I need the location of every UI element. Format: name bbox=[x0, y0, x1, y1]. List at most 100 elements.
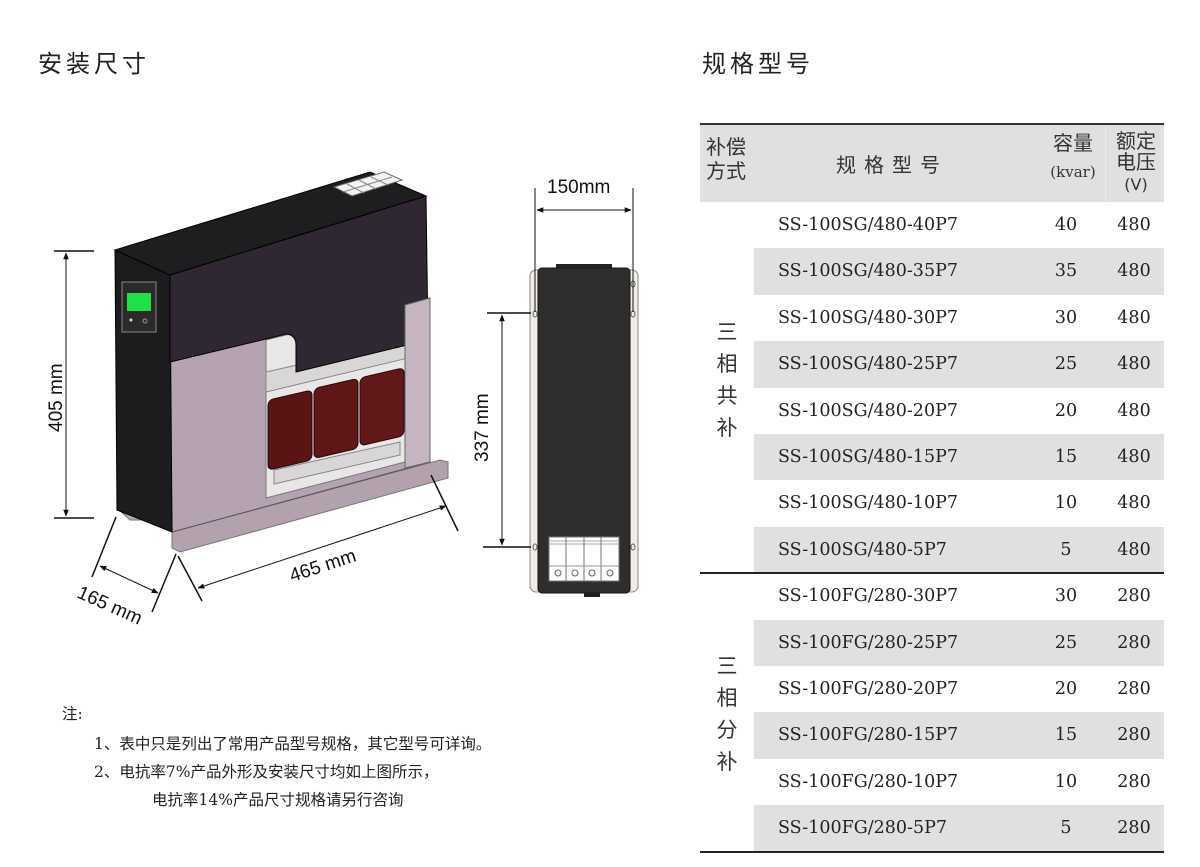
reactor-coil bbox=[267, 390, 313, 470]
cell-capacity: 25 bbox=[1054, 632, 1078, 653]
row-background bbox=[754, 805, 1164, 852]
header-mode-line1: 补偿 bbox=[706, 135, 746, 159]
cell-voltage: 480 bbox=[1117, 539, 1151, 560]
row-background bbox=[754, 248, 1164, 295]
cell-model: SS-100FG/280-10P7 bbox=[778, 771, 959, 792]
group-label-char: 共 bbox=[716, 383, 738, 408]
cell-capacity: 20 bbox=[1054, 678, 1078, 699]
dimension-width-label: 465 mm bbox=[287, 546, 359, 587]
cell-capacity: 40 bbox=[1054, 215, 1078, 235]
cell-capacity: 10 bbox=[1054, 493, 1078, 514]
notes-heading: 注: bbox=[62, 705, 83, 723]
dimension-depth-label: 165 mm bbox=[74, 582, 145, 629]
dimension-depth: 165 mm bbox=[74, 516, 177, 629]
note-item: 2、电抗率7%产品外形及安装尺寸均如上图所示， bbox=[94, 763, 439, 781]
table-bottom-rule bbox=[700, 850, 1164, 853]
dimension-mount-spacing-label: 337 mm bbox=[472, 393, 493, 462]
cell-model: SS-100FG/280-25P7 bbox=[778, 632, 959, 653]
row-background bbox=[754, 341, 1164, 388]
cell-capacity: 5 bbox=[1060, 539, 1072, 560]
cabinet-side-view bbox=[529, 264, 639, 597]
cell-voltage: 280 bbox=[1117, 678, 1151, 699]
cell-model: SS-100SG/480-30P7 bbox=[778, 307, 958, 328]
cell-voltage: 280 bbox=[1117, 586, 1151, 607]
cell-voltage: 480 bbox=[1117, 261, 1151, 282]
dimension-mount-spacing: 337 mm bbox=[472, 312, 531, 548]
group-label-char: 三 bbox=[716, 319, 738, 344]
note-item: 1、表中只是列出了常用产品型号规格，其它型号可详询。 bbox=[94, 735, 492, 753]
table-row: SS-100SG/480-25P7 25 480 bbox=[700, 341, 1164, 388]
dimension-height: 405 mm bbox=[46, 250, 94, 519]
dimension-side-width: 150mm bbox=[534, 177, 634, 312]
row-background bbox=[754, 619, 1164, 666]
cell-capacity: 15 bbox=[1054, 725, 1078, 746]
table-row: SS-100SG/480-10P7 10 480 bbox=[700, 480, 1164, 526]
cell-voltage: 480 bbox=[1117, 354, 1151, 375]
cell-voltage: 480 bbox=[1117, 400, 1151, 421]
header-mode-line2: 方式 bbox=[706, 159, 746, 183]
cell-capacity: 25 bbox=[1054, 354, 1078, 375]
cabinet-front-cover bbox=[169, 195, 429, 373]
cell-voltage: 280 bbox=[1117, 771, 1151, 792]
header-model: 规格型号 bbox=[836, 153, 948, 177]
note-item: 电抗率14%产品尺寸规格请另行咨询 bbox=[152, 791, 404, 809]
group-label-char: 补 bbox=[716, 750, 738, 775]
cell-model: SS-100FG/280-5P7 bbox=[778, 818, 948, 839]
lcd-screen bbox=[127, 293, 151, 311]
cell-model: SS-100SG/480-20P7 bbox=[778, 400, 958, 421]
cell-voltage: 280 bbox=[1117, 632, 1151, 653]
header-compensation-mode: 补偿 方式 bbox=[706, 135, 746, 183]
cell-voltage: 480 bbox=[1117, 307, 1151, 328]
group-label: 三相分补 bbox=[714, 650, 740, 778]
header-voltage-line1: 额定 bbox=[1116, 129, 1156, 153]
cell-capacity: 15 bbox=[1054, 447, 1078, 467]
cell-model: SS-100SG/480-10P7 bbox=[778, 493, 958, 514]
cell-model: SS-100SG/480-25P7 bbox=[778, 354, 958, 375]
spec-model-title: 规格型号 bbox=[702, 50, 814, 78]
reactor-coil bbox=[359, 368, 405, 446]
table-row: SS-100FG/280-30P7 30 280 bbox=[700, 573, 1164, 619]
group-label-char: 相 bbox=[716, 686, 738, 711]
row-background bbox=[754, 434, 1164, 481]
header-voltage-line2: 电压 bbox=[1116, 150, 1156, 174]
cell-model: SS-100FG/280-30P7 bbox=[778, 586, 959, 607]
side-terminal-block bbox=[548, 536, 620, 582]
cell-capacity: 30 bbox=[1054, 586, 1078, 607]
product-dimension-drawing: 405 mm 165 mm 465 mm bbox=[46, 171, 639, 629]
controller-display bbox=[121, 281, 157, 333]
top-terminal-block bbox=[332, 171, 404, 197]
row-background bbox=[754, 526, 1164, 574]
install-dimensions-title: 安装尺寸 bbox=[38, 50, 150, 78]
header-capacity-unit: (kvar) bbox=[1050, 163, 1096, 181]
table-row: SS-100FG/280-15P7 15 280 bbox=[700, 712, 1164, 759]
row-background bbox=[754, 712, 1164, 759]
group-separator-rule bbox=[700, 572, 1164, 575]
reactor-coils bbox=[267, 368, 405, 470]
cell-voltage: 480 bbox=[1117, 493, 1151, 514]
dimension-height-label: 405 mm bbox=[46, 363, 67, 432]
cell-voltage: 280 bbox=[1117, 818, 1151, 839]
header-capacity: 容量 bbox=[1053, 131, 1093, 155]
table-top-rule bbox=[700, 123, 1164, 125]
cell-model: SS-100FG/280-20P7 bbox=[778, 678, 959, 699]
table-row: SS-100FG/280-25P7 25 280 bbox=[700, 619, 1164, 666]
cell-voltage: 480 bbox=[1117, 447, 1151, 467]
group-label: 三相共补 bbox=[714, 316, 740, 444]
cell-model: SS-100SG/480-15P7 bbox=[778, 447, 958, 467]
cell-model: SS-100FG/280-15P7 bbox=[778, 725, 959, 746]
dimension-side-width-label: 150mm bbox=[547, 177, 610, 198]
header-voltage: 额定 电压 bbox=[1110, 131, 1162, 173]
cell-voltage: 280 bbox=[1117, 725, 1151, 746]
group-label-char: 相 bbox=[716, 351, 738, 376]
group-label-char: 三 bbox=[716, 654, 738, 679]
cell-model: SS-100SG/480-40P7 bbox=[778, 215, 958, 235]
header-divider bbox=[1105, 125, 1106, 202]
